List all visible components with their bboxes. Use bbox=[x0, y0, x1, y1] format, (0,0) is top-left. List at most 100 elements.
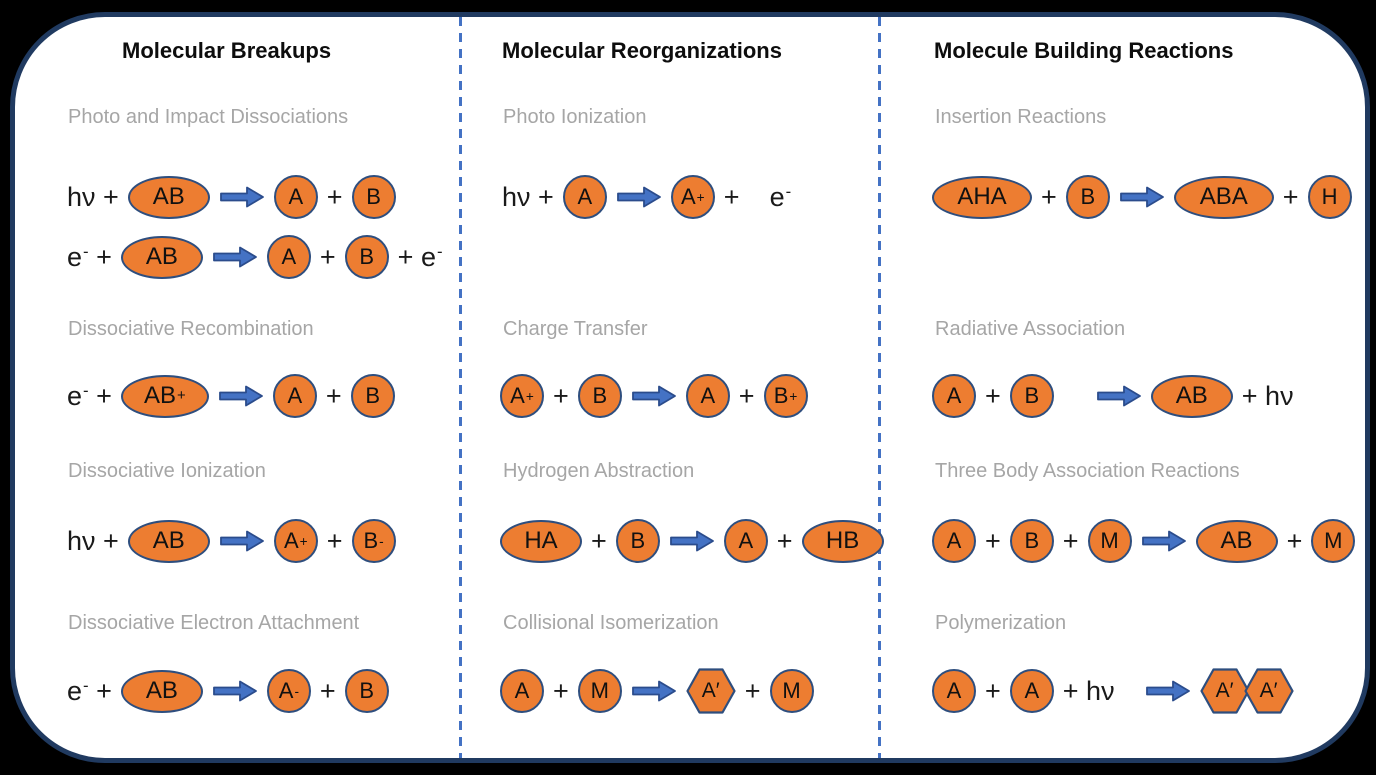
equation-row: hν + AB A + B bbox=[65, 168, 457, 226]
atom-circle: B bbox=[577, 374, 622, 418]
atom-circle: A bbox=[932, 374, 976, 418]
isomer-hexagon: A′ bbox=[1199, 668, 1250, 714]
molecule-ellipse: AB bbox=[1150, 374, 1233, 418]
equation-term-text: + bbox=[723, 181, 740, 212]
atom-circle: A bbox=[562, 175, 607, 219]
molecule-ellipse: AB bbox=[120, 669, 203, 713]
isomer-hexagon: A′ bbox=[1243, 668, 1294, 714]
column-header-molecular-reorganizations: Molecular Reorganizations bbox=[502, 38, 782, 63]
equation-term-text: + bbox=[985, 675, 1001, 706]
molecule-ellipse: AB bbox=[127, 519, 210, 563]
equation-group: A + M A′ + M bbox=[500, 662, 876, 720]
equation-term-text: + bbox=[553, 675, 569, 706]
equation-group: A + A + hν A′A′ bbox=[932, 662, 1352, 720]
atom-circle: M bbox=[1311, 519, 1356, 563]
reaction-arrow-icon bbox=[1139, 529, 1189, 553]
atom-circle: B bbox=[344, 235, 389, 279]
equation-row: A + M A′ + M bbox=[500, 662, 876, 720]
reaction-arrow-icon bbox=[1117, 185, 1167, 209]
atom-circle: B bbox=[1065, 175, 1110, 219]
atom-circle: A+ bbox=[500, 374, 544, 418]
atom-circle: M bbox=[1087, 519, 1132, 563]
equation-term-text: + bbox=[744, 675, 761, 706]
equation-term-text: + e- bbox=[397, 241, 443, 272]
atom-circle: A bbox=[266, 235, 311, 279]
reaction-arrow-icon bbox=[629, 679, 679, 703]
atom-circle: H bbox=[1307, 175, 1352, 219]
equation-row: A + A + hν A′A′ bbox=[932, 662, 1352, 720]
equation-term-text: + bbox=[738, 380, 755, 411]
column-divider-left bbox=[459, 17, 462, 758]
atom-circle: A bbox=[932, 519, 976, 563]
atom-circle: A bbox=[932, 669, 976, 713]
equation-term-text: + bbox=[776, 525, 793, 556]
molecule-ellipse: HA bbox=[500, 519, 582, 563]
equation-term-text: e- bbox=[769, 181, 792, 212]
equation-term-text: + bbox=[1041, 181, 1057, 212]
section-title: Radiative Association bbox=[935, 318, 1126, 340]
atom-circle: M bbox=[769, 669, 814, 713]
section-title: Charge Transfer bbox=[503, 318, 648, 340]
section-title: Dissociative Ionization bbox=[68, 460, 266, 482]
equation-term-text: e- + bbox=[67, 675, 112, 706]
equation-term-text: + bbox=[319, 675, 336, 706]
equation-term-text: + bbox=[1282, 181, 1299, 212]
section-title: Dissociative Recombination bbox=[68, 318, 314, 340]
molecule-ellipse: AB bbox=[127, 175, 210, 219]
atom-circle: A bbox=[1009, 669, 1054, 713]
reaction-arrow-icon bbox=[210, 245, 260, 269]
atom-circle: B bbox=[351, 175, 396, 219]
reaction-arrow-icon bbox=[217, 185, 267, 209]
equation-term-text: + bbox=[591, 525, 607, 556]
molecule-ellipse: HB bbox=[801, 519, 884, 563]
equation-term-text: + bbox=[326, 181, 343, 212]
equation-row: e- +AB+A+B bbox=[65, 367, 457, 425]
atom-circle: A bbox=[723, 519, 768, 563]
equation-group: e- +AB+A+B bbox=[65, 367, 457, 425]
section-title: Polymerization bbox=[935, 612, 1067, 634]
atom-circle: B bbox=[344, 669, 389, 713]
equation-term-text: hν + bbox=[67, 181, 119, 212]
molecule-ellipse: AB+ bbox=[120, 374, 209, 418]
section-dissociative-recombination: Dissociative Recombination e- +AB+A+B bbox=[65, 316, 457, 427]
atom-circle: B bbox=[1009, 374, 1054, 418]
equation-term-text: + bbox=[319, 241, 336, 272]
atom-circle: B bbox=[350, 374, 395, 418]
atom-circle: A bbox=[272, 374, 317, 418]
section-title: Collisional Isomerization bbox=[503, 612, 719, 634]
atom-circle: A bbox=[500, 669, 544, 713]
molecule-ellipse: AB bbox=[120, 235, 203, 279]
isomer-hexagon: A′ bbox=[686, 668, 736, 714]
section-collisional-isomerization: Collisional Isomerization A + M A′ + M bbox=[500, 610, 876, 722]
equation-term-text: + bbox=[985, 525, 1001, 556]
section-title: Three Body Association Reactions bbox=[935, 460, 1240, 482]
reaction-arrow-icon bbox=[667, 529, 717, 553]
reaction-arrow-icon bbox=[216, 384, 266, 408]
atom-circle: B- bbox=[351, 519, 396, 563]
equation-term-text: + bbox=[1062, 525, 1079, 556]
molecule-ellipse: AB bbox=[1195, 519, 1278, 563]
equation-term-text: + bbox=[325, 380, 342, 411]
atom-circle: M bbox=[577, 669, 622, 713]
atom-circle: A bbox=[273, 175, 318, 219]
equation-term-text: + hν bbox=[1062, 675, 1115, 706]
